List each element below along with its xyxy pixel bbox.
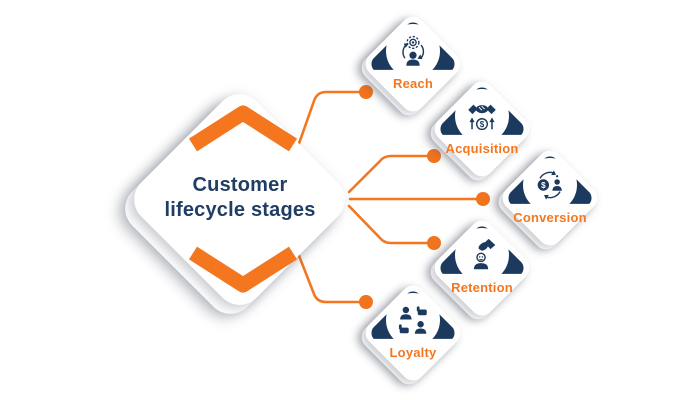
connector-dot-loyalty [359,295,373,309]
stage-icon-circle [386,293,440,347]
stage-icon-circle [455,228,509,282]
acquisition-icon: $ [468,104,496,131]
title-line-1: Customer [192,174,288,196]
retention-icon [473,238,496,270]
connector-dot-reach [359,85,373,99]
title-line-2: lifecycle stages [164,199,316,221]
stage-icon-circle: $ [455,89,509,143]
stage-label: Conversion [513,210,587,225]
connector-reach [294,90,368,154]
reach-icon [402,35,425,66]
stage-label: Retention [451,280,513,295]
page-title: Customer lifecycle stages [130,173,350,223]
chevron-down-icon [188,246,298,293]
connector-loyalty [294,246,368,304]
connector-dot-retention [427,236,441,250]
connector-dot-acquisition [427,149,441,163]
chevron-up-icon [188,105,298,152]
stage-label: Loyalty [389,345,437,360]
connector-acquisition [347,154,436,194]
svg-text:$: $ [541,181,546,190]
connector-retention [347,204,436,245]
stage-label: Acquisition [445,141,519,156]
stage-label: Reach [392,76,434,91]
conversion-icon: $ [537,170,562,200]
connector-dot-conversion [476,192,490,206]
svg-text:$: $ [480,120,485,129]
loyalty-icon [398,306,427,334]
stage-icon-circle: $ [523,158,577,212]
stage-icon-circle [386,24,440,78]
